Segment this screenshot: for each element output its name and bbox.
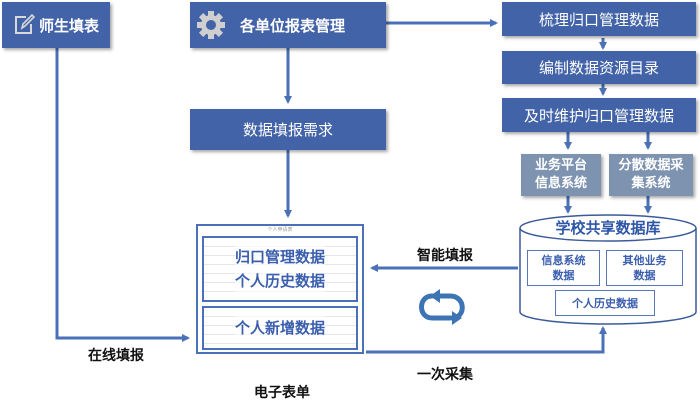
form-caption: 电子表单 (254, 385, 310, 401)
node-compile-catalog-label: 编制数据资源目录 (538, 59, 659, 77)
form-title: 个人申请表 (267, 227, 293, 233)
db-item-info-system[interactable]: 信息系统 数据 (527, 250, 600, 286)
db-item-info-system-line2: 数据 (552, 269, 575, 282)
db-item-other-business-line2: 数据 (633, 269, 656, 282)
db-item-personal-history[interactable]: 个人历史数据 (555, 290, 655, 316)
node-sort-data-label: 梳理归口管理数据 (538, 10, 659, 29)
gear-icon (196, 10, 226, 40)
node-sort-data[interactable]: 梳理归口管理数据 (502, 2, 696, 36)
node-biz-platform[interactable]: 业务平台 信息系统 (521, 154, 601, 196)
db-item-info-system-line1: 信息系统 (541, 254, 586, 267)
db-item-other-business[interactable]: 其他业务 数据 (606, 250, 683, 286)
form-section-new[interactable]: 个人新增数据 (202, 306, 358, 350)
edge-label-online-fill: 在线填报 (88, 348, 144, 364)
db-item-other-business-line1: 其他业务 (622, 254, 667, 267)
node-maintain-data-label: 及时维护归口管理数据 (523, 106, 674, 125)
edge-label-smart-fill: 智能填报 (417, 248, 473, 264)
node-teacher-fill[interactable]: 师生填表 (2, 2, 110, 48)
node-compile-catalog[interactable]: 编制数据资源目录 (502, 51, 696, 84)
cycle-arrowhead-top (430, 289, 440, 303)
edge-single-collect (366, 326, 607, 354)
node-data-requirement[interactable]: 数据填报需求 (190, 109, 386, 150)
form-section-managed-line1: 归口管理数据 (234, 245, 325, 269)
edit-icon (13, 13, 36, 36)
form-section-managed-line2: 个人历史数据 (234, 269, 325, 293)
electronic-form[interactable]: 个人申请表 归口管理数据 个人历史数据 个人新增数据 (196, 224, 364, 354)
node-scatter-collect-line2: 集系统 (631, 176, 671, 191)
node-teacher-fill-label: 师生填表 (38, 16, 99, 35)
node-unit-manage-label: 各单位报表管理 (240, 16, 346, 35)
node-scatter-collect-line1: 分散数据采 (618, 158, 684, 173)
node-biz-platform-line2: 信息系统 (534, 176, 587, 191)
node-biz-platform-line1: 业务平台 (534, 158, 587, 173)
node-scatter-collect[interactable]: 分散数据采 集系统 (609, 154, 693, 196)
node-unit-manage[interactable]: 各单位报表管理 (190, 2, 386, 48)
form-section-new-label: 个人新增数据 (234, 316, 325, 340)
node-maintain-data[interactable]: 及时维护归口管理数据 (502, 98, 696, 132)
edge-label-single-collect: 一次采集 (417, 367, 473, 383)
cycle-arrowhead-bottom (452, 311, 462, 325)
database-title: 学校共享数据库 (555, 219, 661, 237)
db-item-personal-history-label: 个人历史数据 (572, 296, 638, 310)
node-data-requirement-label: 数据填报需求 (242, 121, 333, 139)
edge-online-fill (55, 48, 190, 342)
form-section-managed[interactable]: 归口管理数据 个人历史数据 (202, 236, 358, 302)
